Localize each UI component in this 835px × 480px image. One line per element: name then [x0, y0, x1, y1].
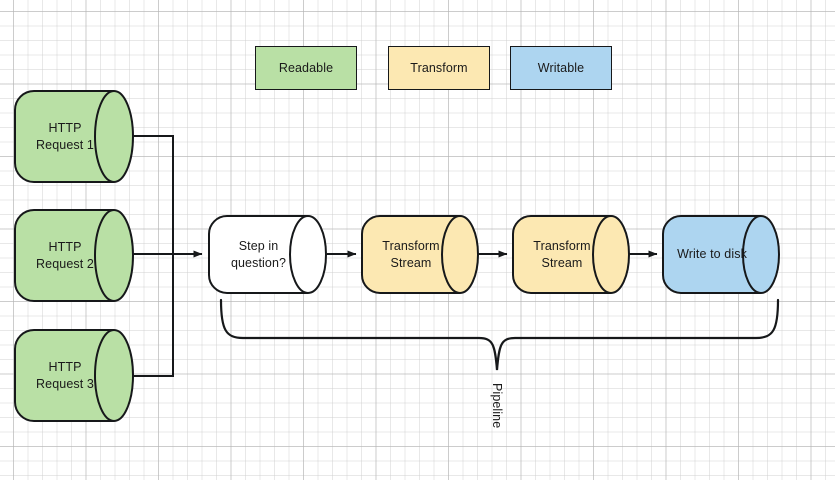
request-1-3-bus	[133, 135, 174, 377]
pipeline-brace	[219, 298, 780, 371]
cylinder-http-request-3[interactable]	[14, 329, 134, 422]
pipeline-brace-label: Pipeline	[490, 383, 504, 429]
cylinder-transform-stream-1[interactable]	[361, 215, 479, 294]
legend-label-writable: Writable	[537, 61, 585, 75]
legend-label-readable: Readable	[278, 61, 334, 75]
legend-item-writable[interactable]: Writable	[510, 46, 612, 90]
legend-item-readable[interactable]: Readable	[255, 46, 357, 90]
cylinder-http-request-2[interactable]	[14, 209, 134, 302]
legend-item-transform[interactable]: Transform	[388, 46, 490, 90]
cylinder-step-in-question[interactable]	[208, 215, 327, 294]
fan-in-connectors	[133, 135, 174, 377]
cylinder-write-to-disk[interactable]	[662, 215, 780, 294]
legend-label-transform: Transform	[410, 61, 468, 75]
cylinder-transform-stream-2[interactable]	[512, 215, 630, 294]
cylinder-http-request-1[interactable]	[14, 90, 134, 183]
